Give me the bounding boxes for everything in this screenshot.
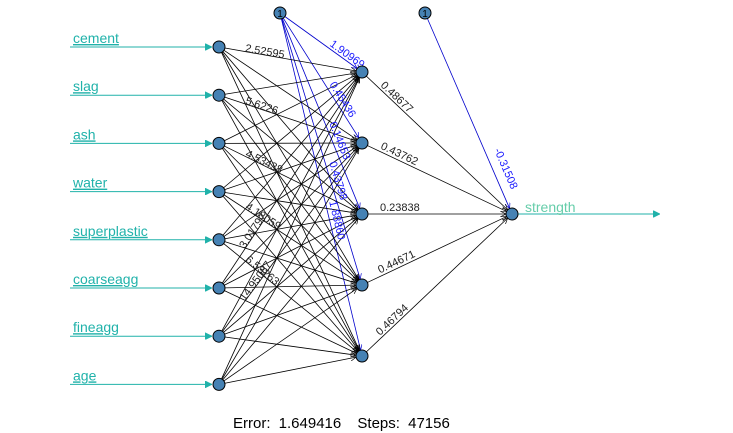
edge-input-5-hidden-1 xyxy=(222,147,358,285)
edge-input-0-hidden-4 xyxy=(221,52,360,350)
edge-input-3-hidden-2 xyxy=(224,192,356,214)
input-label-fineagg: fineagg xyxy=(73,319,119,335)
weight-label-hidden-output: 0.46794 xyxy=(374,302,411,338)
edge-input-4-hidden-0 xyxy=(222,77,358,236)
input-label-slag: slag xyxy=(73,78,99,94)
edge-input-4-hidden-1 xyxy=(223,146,357,237)
footer-error: Error: 1.649416 Steps: 47156 xyxy=(233,415,450,432)
edge-input-7-hidden-1 xyxy=(221,148,359,380)
edge-input-6-hidden-0 xyxy=(221,77,359,332)
edge-input-3-hidden-1 xyxy=(224,145,357,191)
output-label: strength xyxy=(525,199,576,215)
edge-input-6-hidden-1 xyxy=(222,148,359,332)
edge-input-7-hidden-0 xyxy=(221,77,359,380)
bias-node-label: 1 xyxy=(277,9,283,20)
output-node xyxy=(505,207,519,221)
input-node-coarseagg xyxy=(212,281,226,295)
input-node-age xyxy=(212,377,226,391)
edge-hidden-4-output xyxy=(366,218,507,353)
edge-input-1-hidden-2 xyxy=(223,98,358,210)
input-label-cement: cement xyxy=(73,30,119,46)
bias-node-label: 1 xyxy=(422,9,428,20)
edge-input-7-hidden-4 xyxy=(224,357,356,384)
edge-input-3-hidden-3 xyxy=(223,194,357,282)
input-node-water xyxy=(212,185,226,199)
bias-node-hidden xyxy=(273,6,287,20)
edge-input-7-hidden-2 xyxy=(222,219,358,381)
weight-label-hidden-output: 0.48677 xyxy=(378,80,415,116)
edge-input-1-hidden-1 xyxy=(224,96,357,141)
edge-input-2-hidden-0 xyxy=(224,74,356,142)
edge-input-5-hidden-3 xyxy=(224,285,356,289)
hidden-node-0 xyxy=(355,65,369,79)
input-label-age: age xyxy=(73,367,97,383)
hidden-node-1 xyxy=(355,136,369,150)
edge-input-4-hidden-3 xyxy=(224,241,357,284)
edge-input-5-hidden-2 xyxy=(224,216,356,286)
edge-input-5-hidden-4 xyxy=(224,290,356,354)
edge-input-7-hidden-3 xyxy=(223,288,357,382)
weight-label-bias-hidden: 0.43798 xyxy=(326,160,349,202)
input-label-superplastic: superplastic xyxy=(73,223,148,239)
weight-label-input: 4.53438 xyxy=(243,148,284,176)
edge-input-6-hidden-2 xyxy=(223,218,358,333)
edge-input-2-hidden-4 xyxy=(222,148,358,351)
input-label-water: water xyxy=(72,175,108,191)
edge-bias-hidden-0 xyxy=(284,16,357,69)
weight-label-bias-output: -0.31508 xyxy=(491,146,519,191)
edge-input-0-hidden-1 xyxy=(223,50,357,139)
edge-hidden-0-output xyxy=(366,75,507,210)
edge-input-0-hidden-2 xyxy=(222,51,358,210)
input-node-ash xyxy=(212,136,226,150)
input-node-superplastic xyxy=(212,233,226,247)
edge-input-6-hidden-4 xyxy=(224,336,356,355)
input-node-slag xyxy=(212,88,226,102)
edge-hidden-3-output xyxy=(367,217,506,283)
edge-bias-hidden-3 xyxy=(281,18,361,280)
edge-bias-hidden-1 xyxy=(282,17,359,138)
edge-input-0-hidden-3 xyxy=(221,51,359,280)
edge-input-4-hidden-2 xyxy=(224,215,356,240)
input-label-coarseagg: coarseagg xyxy=(73,271,138,287)
input-label-ash: ash xyxy=(73,126,96,142)
weight-label-input: 5.6226 xyxy=(244,95,280,117)
weight-label-hidden-output: 0.43762 xyxy=(379,140,420,168)
edge-hidden-1-output xyxy=(367,145,506,212)
weight-label-hidden-output: 0.44671 xyxy=(376,248,417,276)
edge-bias-output xyxy=(427,18,509,209)
edge-input-5-hidden-0 xyxy=(221,77,358,284)
bias-node-output xyxy=(418,6,432,20)
input-node-fineagg xyxy=(212,329,226,343)
edge-input-6-hidden-3 xyxy=(224,287,357,335)
hidden-node-4 xyxy=(355,349,369,363)
edge-input-1-hidden-0 xyxy=(224,73,356,95)
weight-label-input: 2.52595 xyxy=(244,43,285,62)
edge-input-2-hidden-2 xyxy=(224,145,356,211)
hidden-node-2 xyxy=(355,207,369,221)
edge-input-2-hidden-3 xyxy=(222,147,357,281)
weight-label-hidden-output: 0.23838 xyxy=(380,202,420,214)
input-node-cement xyxy=(212,40,226,54)
edge-bias-hidden-2 xyxy=(281,18,359,209)
edge-input-1-hidden-4 xyxy=(221,100,359,350)
edge-input-0-hidden-0 xyxy=(224,47,356,71)
hidden-node-3 xyxy=(355,278,369,292)
edge-input-3-hidden-0 xyxy=(223,76,358,189)
edge-input-4-hidden-4 xyxy=(223,243,358,353)
